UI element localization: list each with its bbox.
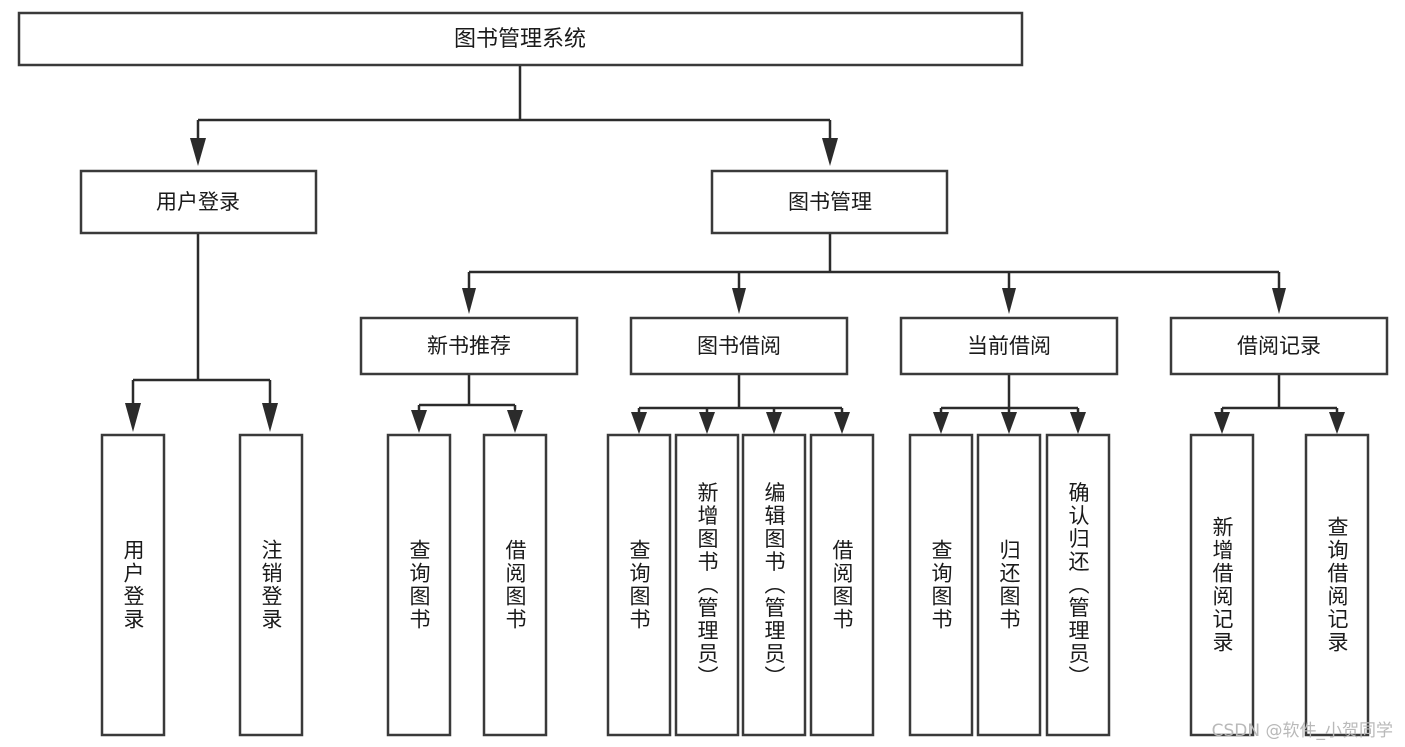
- leaf-book-borrow-2-rect[interactable]: [741, 433, 807, 737]
- leaf-current-borrow-2-label: 确认归还（管理员）: [1066, 482, 1090, 689]
- leaf-new-book-0-label: 查询图书: [407, 539, 431, 631]
- node-current-borrow[interactable]: 当前借阅: [899, 316, 1119, 376]
- connector-group-new-book: [411, 375, 523, 433]
- connector-group-book-borrow: [631, 375, 850, 434]
- node-new-book-recommend[interactable]: 新书推荐: [359, 316, 579, 376]
- node-new-book-recommend-rect[interactable]: [359, 316, 579, 376]
- node-borrow-record-label: 借阅记录: [1237, 334, 1321, 358]
- leaf-new-book-0-rect[interactable]: [386, 433, 452, 737]
- leaf-current-borrow-0[interactable]: 查询图书: [908, 433, 974, 737]
- leaf-current-borrow-1[interactable]: 归还图书: [976, 433, 1042, 737]
- node-new-book-recommend-label: 新书推荐: [427, 334, 511, 358]
- arrow-newbook-leaf-0-icon: [411, 410, 427, 433]
- leaf-book-borrow-2-label: 编辑图书（管理员）: [762, 482, 786, 689]
- leaf-current-borrow-2-rect[interactable]: [1045, 433, 1111, 737]
- arrow-currentborrow-leaf-0-icon: [933, 412, 949, 434]
- leaf-book-borrow-0[interactable]: 查询图书: [606, 433, 672, 737]
- leaf-borrow-record-0[interactable]: 新增借阅记录: [1189, 433, 1255, 737]
- csdn-watermark: CSDN @软件_小贺同学: [1211, 721, 1393, 741]
- leaf-user-login-0[interactable]: 用户登录: [100, 433, 166, 737]
- leaf-new-book-0[interactable]: 查询图书: [386, 433, 452, 737]
- node-borrow-record[interactable]: 借阅记录: [1169, 316, 1389, 376]
- arrow-bookmgmt-to-borrow-icon: [732, 288, 746, 314]
- node-root-label: 图书管理系统: [454, 27, 586, 52]
- node-book-management[interactable]: 图书管理: [710, 169, 949, 235]
- arrow-bookmgmt-to-current-icon: [1002, 288, 1016, 314]
- leaf-book-borrow-2[interactable]: 编辑图书（管理员）: [741, 433, 807, 737]
- leaf-borrow-record-1[interactable]: 查询借阅记录: [1304, 433, 1370, 737]
- leaf-borrow-record-0-label: 新增借阅记录: [1210, 516, 1234, 654]
- arrow-bookborrow-leaf-3-icon: [834, 412, 850, 434]
- arrow-bookborrow-leaf-2-icon: [766, 412, 782, 434]
- connector-group-borrow-record: [1214, 375, 1345, 434]
- arrow-borrowrecord-leaf-0-icon: [1214, 412, 1230, 434]
- leaf-borrow-record-0-rect[interactable]: [1189, 433, 1255, 737]
- arrow-bookmgmt-to-record-icon: [1272, 288, 1286, 314]
- leaf-user-login-1-label: 注销登录: [259, 539, 283, 631]
- arrow-userlogin-leaf-0-icon: [125, 403, 141, 432]
- leaf-book-borrow-1-rect[interactable]: [674, 433, 740, 737]
- leaf-book-borrow-0-rect[interactable]: [606, 433, 672, 737]
- leaf-new-book-1-label: 借阅图书: [503, 539, 527, 631]
- leaf-user-login-1-rect[interactable]: [238, 433, 304, 737]
- arrow-userlogin-leaf-1-icon: [262, 403, 278, 432]
- arrow-bookmgmt-to-new-icon: [462, 288, 476, 314]
- arrow-root-to-user-login-icon: [190, 138, 206, 166]
- node-book-management-rect[interactable]: [710, 169, 949, 235]
- node-user-login-rect[interactable]: [79, 169, 318, 235]
- leaf-book-borrow-1[interactable]: 新增图书（管理员）: [674, 433, 740, 737]
- node-root[interactable]: 图书管理系统: [17, 11, 1024, 67]
- leaf-current-borrow-2[interactable]: 确认归还（管理员）: [1045, 433, 1111, 737]
- node-current-borrow-label: 当前借阅: [967, 334, 1051, 358]
- leaf-current-borrow-0-label: 查询图书: [929, 539, 953, 631]
- arrow-currentborrow-leaf-1-icon: [1001, 412, 1017, 434]
- node-book-management-label: 图书管理: [788, 190, 872, 214]
- node-book-borrow-rect[interactable]: [629, 316, 849, 376]
- connector-group-book-mgmt: [462, 233, 1286, 314]
- node-root-rect[interactable]: [17, 11, 1024, 67]
- node-current-borrow-rect[interactable]: [899, 316, 1119, 376]
- arrow-bookborrow-leaf-0-icon: [631, 412, 647, 434]
- leaf-book-borrow-3-label: 借阅图书: [830, 539, 854, 631]
- node-book-borrow-label: 图书借阅: [697, 334, 781, 358]
- leaf-book-borrow-3-rect[interactable]: [809, 433, 875, 737]
- leaf-new-book-1[interactable]: 借阅图书: [482, 433, 548, 737]
- leaf-user-login-0-label: 用户登录: [121, 539, 145, 631]
- node-borrow-record-rect[interactable]: [1169, 316, 1389, 376]
- leaf-user-login-0-rect[interactable]: [100, 433, 166, 737]
- connector-group-current-borrow: [933, 375, 1086, 434]
- connector-group-root: [190, 66, 838, 166]
- leaf-book-borrow-1-label: 新增图书（管理员）: [695, 482, 719, 689]
- leaf-current-borrow-1-rect[interactable]: [976, 433, 1042, 737]
- leaf-book-borrow-3[interactable]: 借阅图书: [809, 433, 875, 737]
- arrow-newbook-leaf-1-icon: [507, 410, 523, 433]
- leaf-current-borrow-1-label: 归还图书: [997, 539, 1021, 631]
- node-book-borrow[interactable]: 图书借阅: [629, 316, 849, 376]
- arrow-currentborrow-leaf-2-icon: [1070, 412, 1086, 434]
- leaf-new-book-1-rect[interactable]: [482, 433, 548, 737]
- node-user-login-label: 用户登录: [156, 190, 240, 214]
- node-user-login[interactable]: 用户登录: [79, 169, 318, 235]
- arrow-bookborrow-leaf-1-icon: [699, 412, 715, 434]
- arrow-root-to-book-mgmt-icon: [822, 138, 838, 166]
- leaf-book-borrow-0-label: 查询图书: [627, 539, 651, 631]
- leaf-borrow-record-1-rect[interactable]: [1304, 433, 1370, 737]
- leaf-user-login-1[interactable]: 注销登录: [238, 433, 304, 737]
- connector-group-user-login: [125, 233, 278, 432]
- leaf-current-borrow-0-rect[interactable]: [908, 433, 974, 737]
- leaf-borrow-record-1-label: 查询借阅记录: [1325, 516, 1349, 654]
- arrow-borrowrecord-leaf-1-icon: [1329, 412, 1345, 434]
